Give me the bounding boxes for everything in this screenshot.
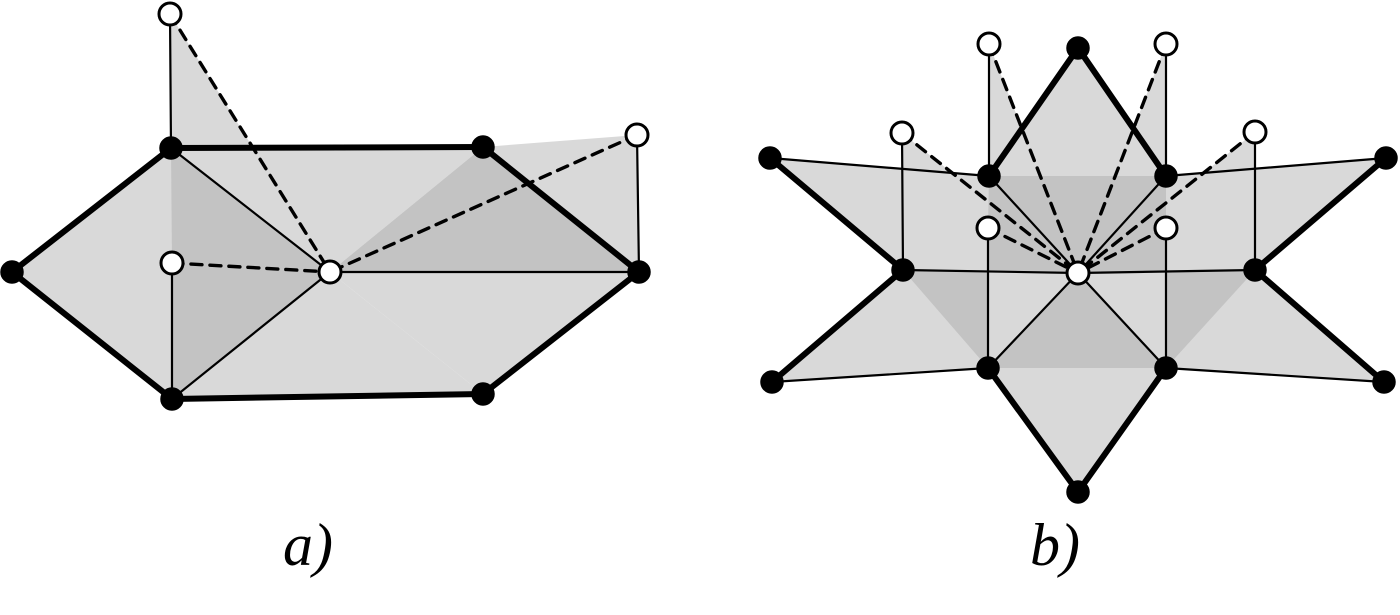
thick-edge-7 <box>1075 365 1169 495</box>
thick-edge-1 <box>168 144 486 151</box>
thin-edge-3 <box>1164 366 1386 384</box>
dashed-edge-2 <box>170 261 332 274</box>
thin-edge-8 <box>900 131 905 272</box>
thick-edge-0 <box>986 45 1081 179</box>
panel-a-caption: a) <box>283 512 333 578</box>
vertex-hollow-kernel-center <box>1065 260 1091 286</box>
thin-edge-2 <box>770 366 990 384</box>
vertex-filled-lower-left-notch <box>160 387 184 411</box>
vertex-filled-star-tip-lower-left <box>760 370 784 394</box>
thin-edge-0 <box>168 12 173 150</box>
dashed-edge-1 <box>328 133 639 274</box>
panel-b-thick-edge <box>767 45 1389 495</box>
face-dark-5 <box>988 273 1166 368</box>
face-light-3 <box>330 272 639 394</box>
thin-edge-1 <box>635 133 641 274</box>
thin-edge-15 <box>1076 271 1168 370</box>
dashed-edge-3 <box>1076 130 1257 275</box>
thick-edge-3 <box>1252 155 1389 273</box>
vertex-hollow-pendant-apex-left <box>889 120 915 146</box>
thin-edge-14 <box>986 271 1080 370</box>
dashed-edge-0 <box>987 42 1080 275</box>
vertex-filled-upper-left-notch <box>159 136 183 160</box>
vertex-hollow-pendant-apex-inner-right <box>1153 215 1179 241</box>
panel-a-faces <box>12 14 639 399</box>
vertex-hollow-right-pendant-apex <box>624 122 650 148</box>
face-dark-2 <box>903 228 1078 368</box>
dashed-edge-5 <box>1076 226 1168 275</box>
vertex-hollow-pendant-apex-upper-right <box>1153 31 1179 57</box>
vertex-filled-notch-left <box>891 258 915 282</box>
thick-edge-2 <box>480 144 642 275</box>
thin-edge-3 <box>169 146 332 274</box>
thin-edge-13 <box>1076 174 1168 275</box>
panel-b-caption: b) <box>1030 512 1080 578</box>
panel-b-thin-edge <box>768 42 1388 384</box>
vertex-filled-lower-right-notch <box>471 382 495 406</box>
thick-edge-0 <box>9 145 174 275</box>
vertex-hollow-kernel-center <box>317 259 343 285</box>
vertex-filled-star-tip-bottom <box>1066 480 1090 504</box>
face-dark-1 <box>172 263 330 399</box>
vertex-hollow-pendant-apex-inner-left <box>975 215 1001 241</box>
thin-edge-12 <box>987 174 1080 275</box>
panel-b-vertices <box>758 31 1398 504</box>
face-light-2 <box>172 272 483 399</box>
dashed-edge-2 <box>900 131 1080 275</box>
thick-edge-5 <box>1252 267 1387 385</box>
thick-edge-1 <box>1075 45 1169 179</box>
panel-a-vertices <box>0 1 651 411</box>
thick-edge-2 <box>767 155 906 273</box>
vertex-filled-star-tip-left <box>758 146 782 170</box>
face-dark-4 <box>989 176 1166 273</box>
dashed-edge-0 <box>168 12 332 274</box>
panel-a-group <box>0 1 651 411</box>
face-dark-2 <box>330 147 639 272</box>
panel-b-group <box>758 31 1398 504</box>
vertex-filled-star-tip-right <box>1374 146 1398 170</box>
vertex-filled-notch-lower-left <box>976 356 1000 380</box>
vertex-filled-upper-right-notch <box>471 135 495 159</box>
vertex-filled-notch-lower-right <box>1154 356 1178 380</box>
thick-edge-6 <box>985 365 1081 495</box>
vertex-filled-left-corner <box>0 260 24 284</box>
vertex-filled-star-tip-lower-right <box>1372 370 1396 394</box>
thick-edge-4 <box>769 267 906 385</box>
thick-edge-4 <box>169 391 486 402</box>
dashed-edge-1 <box>1076 42 1168 275</box>
vertex-hollow-pendant-apex-right <box>1242 119 1268 145</box>
thin-edge-4 <box>901 268 1080 275</box>
dashed-edge-4 <box>986 226 1080 275</box>
thin-edge-4 <box>170 270 332 401</box>
panel-a-thick-edge <box>9 144 642 402</box>
vertex-hollow-top-pendant-apex <box>157 1 183 27</box>
vertex-filled-notch-upper-right <box>1154 164 1178 188</box>
vertex-filled-notch-upper-left <box>977 164 1001 188</box>
thick-edge-5 <box>9 269 175 402</box>
vertex-filled-right-corner <box>627 260 651 284</box>
vertex-filled-star-tip-top <box>1066 36 1090 60</box>
panel-a-dashed-edge <box>168 12 639 274</box>
vertex-hollow-interior-hollow <box>159 250 185 276</box>
thick-edge-3 <box>480 269 642 397</box>
vertex-filled-notch-right <box>1243 258 1267 282</box>
panel-b-dashed-edge <box>900 42 1257 275</box>
vertex-hollow-pendant-apex-upper-left <box>976 31 1002 57</box>
